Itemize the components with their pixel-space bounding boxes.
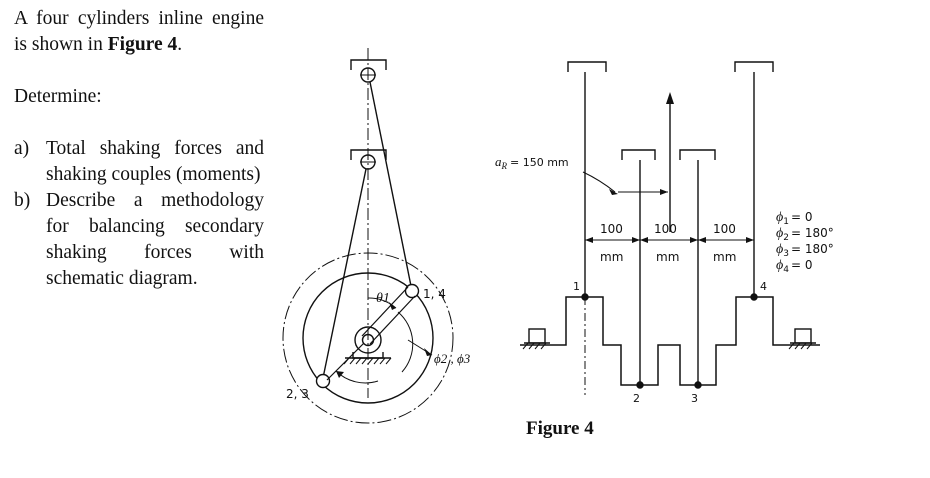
spacing-unit-1: mm [600,250,623,264]
pitch-circle [282,252,454,424]
crank-number-3: 3 [691,392,698,405]
item-text: Describe a methodology for balancing sec… [46,190,264,289]
shaft-center [361,333,375,347]
crank-arm [361,286,409,337]
bearing-left [528,328,546,344]
offset-leader [582,171,616,193]
spacing-unit-3: mm [713,250,736,264]
phase-arc-right [397,311,414,373]
crank-diagram: θ1 1, 4 2, 3 ϕ2 , ϕ3 [282,48,471,424]
offset-label: aR= 150 mm [495,154,569,171]
question-item-a: a) Total shaking forces and shaking coup… [14,136,264,188]
crank-number-2: 2 [633,392,640,405]
crank-pin-2-3 [315,373,331,389]
intro-end: . [177,34,183,55]
question-item-b: b) Describe a methodology for balancing … [14,188,264,292]
shaft-diagram: aR= 150 mm 100 100 100 mm mm mm 1 2 3 4 … [495,61,834,405]
crankshaft [520,296,820,386]
guide-bracket-lower [350,149,387,160]
phase-1: ϕ1= 0 [776,210,813,227]
question-intro: A four cylinders inline engine is shown … [14,6,264,58]
question-prompt: Determine: [14,86,102,107]
theta-label: θ1 [376,291,390,306]
phase-label: ϕ2 , ϕ3 [434,351,471,366]
spacing-unit-2: mm [656,250,679,264]
crank-number-4: 4 [760,280,767,293]
figure-reference: Figure 4 [107,34,178,55]
bearing-right [794,328,812,344]
item-marker: a) [14,138,30,159]
bracket-cyl-2 [621,149,656,160]
bracket-cyl-4 [734,61,774,72]
figure-caption: Figure 4 [526,418,594,439]
item-marker: b) [14,190,31,211]
question-text: A four cylinders inline engine is shown … [14,6,264,292]
phase-4: ϕ4= 0 [776,258,813,275]
crank-2-3-label: 2, 3 [286,387,309,401]
ground-hatch [343,357,392,365]
crank-circle [302,272,434,404]
main-bearing [354,326,382,354]
bracket-cyl-1 [567,61,607,72]
connecting-rod-1-4 [369,81,413,292]
bracket-cyl-3 [679,149,716,160]
spacing-value-1: 100 [600,222,623,236]
guide-bracket-upper [350,59,387,70]
connecting-rod-2-3 [322,168,367,379]
phase-3: ϕ3= 180° [776,242,834,259]
spacing-value-2: 100 [654,222,677,236]
phase-2: ϕ2= 180° [776,226,834,243]
intro-text: A four cylinders inline engine is shown … [14,8,264,55]
crank-1-4-label: 1, 4 [423,287,446,301]
item-text: Total shaking forces and shaking couples… [46,138,264,185]
spacing-value-3: 100 [713,222,736,236]
crank-number-1: 1 [573,280,580,293]
crank-pin-1-4 [404,283,420,299]
question-list: a) Total shaking forces and shaking coup… [14,136,264,292]
